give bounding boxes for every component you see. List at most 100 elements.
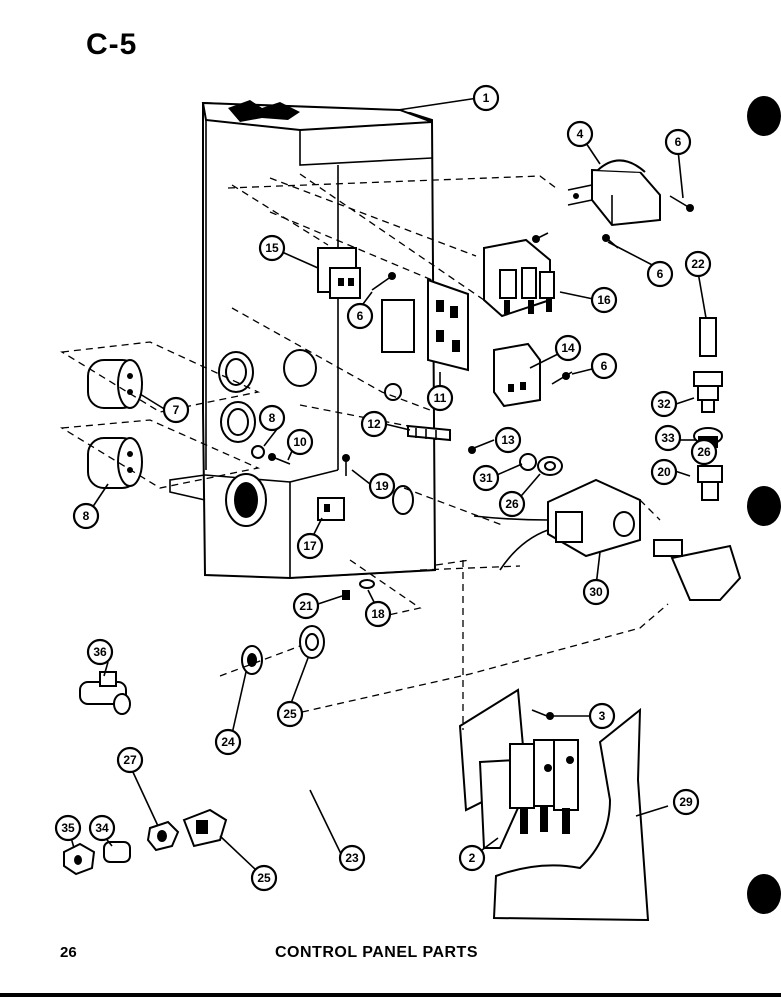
grommet-24 (241, 645, 263, 675)
svg-text:27: 27 (123, 753, 137, 767)
terminal-12 (407, 424, 451, 442)
svg-text:33: 33 (661, 431, 675, 445)
frame-bottom-rule (0, 993, 781, 997)
callout-26: 26 (498, 490, 526, 518)
callout-29: 29 (672, 788, 700, 816)
svg-text:26: 26 (505, 497, 519, 511)
callout-35: 35 (54, 814, 82, 842)
callout-30: 30 (582, 578, 610, 606)
callout-13: 13 (494, 426, 522, 454)
svg-text:26: 26 (697, 445, 711, 459)
svg-text:20: 20 (657, 465, 671, 479)
svg-text:12: 12 (367, 417, 381, 431)
callout-15: 15 (258, 234, 286, 262)
panel-29 (492, 707, 650, 922)
punch-hole-bottom (747, 874, 781, 914)
svg-text:30: 30 (589, 585, 603, 599)
svg-text:16: 16 (597, 293, 611, 307)
svg-text:13: 13 (501, 433, 515, 447)
callout-12: 12 (360, 410, 388, 438)
punch-hole-middle (747, 486, 781, 526)
svg-text:35: 35 (61, 821, 75, 835)
callout-6: 6 (664, 128, 692, 156)
page-number: 26 (60, 944, 77, 961)
nut-27 (146, 820, 180, 852)
callout-32: 32 (650, 390, 678, 418)
leader-lines (69, 97, 707, 871)
callout-36: 36 (86, 638, 114, 666)
svg-text:8: 8 (83, 509, 90, 523)
fitting-32 (693, 371, 723, 413)
callout-10: 10 (286, 428, 314, 456)
svg-text:6: 6 (657, 267, 664, 281)
punch-hole-top (747, 96, 781, 136)
callout-8: 8 (72, 502, 100, 530)
callout-16: 16 (590, 286, 618, 314)
fitting-25-lower (182, 808, 228, 848)
board-11 (427, 278, 469, 372)
control-cabinet (169, 100, 437, 580)
svg-text:21: 21 (299, 599, 313, 613)
svg-text:24: 24 (221, 735, 235, 749)
callout-1: 1 (472, 84, 500, 112)
valve-body (653, 539, 742, 601)
callout-8: 8 (258, 404, 286, 432)
callout-7: 7 (162, 396, 190, 424)
callout-22: 22 (684, 250, 712, 278)
callout-6: 6 (590, 352, 618, 380)
capacitor-8 (87, 437, 143, 489)
svg-text:25: 25 (257, 871, 271, 885)
svg-text:1: 1 (483, 91, 490, 105)
nut-35 (63, 842, 96, 876)
callout-6: 6 (346, 302, 374, 330)
callout-17: 17 (296, 532, 324, 560)
svg-text:3: 3 (599, 709, 606, 723)
svg-text:14: 14 (561, 341, 575, 355)
svg-text:11: 11 (434, 391, 447, 405)
svg-text:2: 2 (469, 851, 476, 865)
svg-text:32: 32 (657, 397, 671, 411)
svg-text:25: 25 (283, 707, 297, 721)
bracket-17 (317, 497, 345, 521)
svg-text:23: 23 (345, 851, 359, 865)
transformer-4 (567, 159, 661, 227)
callout-21: 21 (292, 592, 320, 620)
relay-14 (493, 342, 541, 408)
callout-25: 25 (250, 864, 278, 892)
callout-23: 23 (338, 844, 366, 872)
tee-fitting-36 (79, 671, 131, 715)
svg-text:6: 6 (601, 359, 608, 373)
svg-text:6: 6 (675, 135, 682, 149)
page-id: C-5 (86, 28, 138, 61)
svg-text:36: 36 (93, 645, 107, 659)
svg-text:8: 8 (269, 411, 276, 425)
callout-31: 31 (472, 464, 500, 492)
fitting-26 (697, 465, 723, 501)
svg-text:34: 34 (95, 821, 109, 835)
callout-3: 3 (588, 702, 616, 730)
page-title: CONTROL PANEL PARTS (275, 944, 478, 961)
callout-26: 26 (690, 438, 718, 466)
svg-text:19: 19 (375, 479, 389, 493)
callout-6: 6 (646, 260, 674, 288)
washer-25 (299, 625, 325, 659)
callout-27: 27 (116, 746, 144, 774)
svg-text:17: 17 (303, 539, 317, 553)
svg-text:31: 31 (479, 471, 493, 485)
svg-text:6: 6 (357, 309, 364, 323)
callout-2: 2 (458, 844, 486, 872)
callout-11: 11 (426, 384, 454, 412)
contactor-16 (483, 238, 555, 318)
svg-text:22: 22 (691, 257, 705, 271)
callout-18: 18 (364, 600, 392, 628)
capacitor-7 (87, 359, 143, 409)
svg-text:15: 15 (265, 241, 279, 255)
solenoid-valve-30 (473, 478, 641, 571)
callout-25: 25 (276, 700, 304, 728)
callout-4: 4 (566, 120, 594, 148)
ferrule-34 (103, 841, 131, 863)
svg-text:7: 7 (173, 403, 180, 417)
callout-20: 20 (650, 458, 678, 486)
callout-24: 24 (214, 728, 242, 756)
